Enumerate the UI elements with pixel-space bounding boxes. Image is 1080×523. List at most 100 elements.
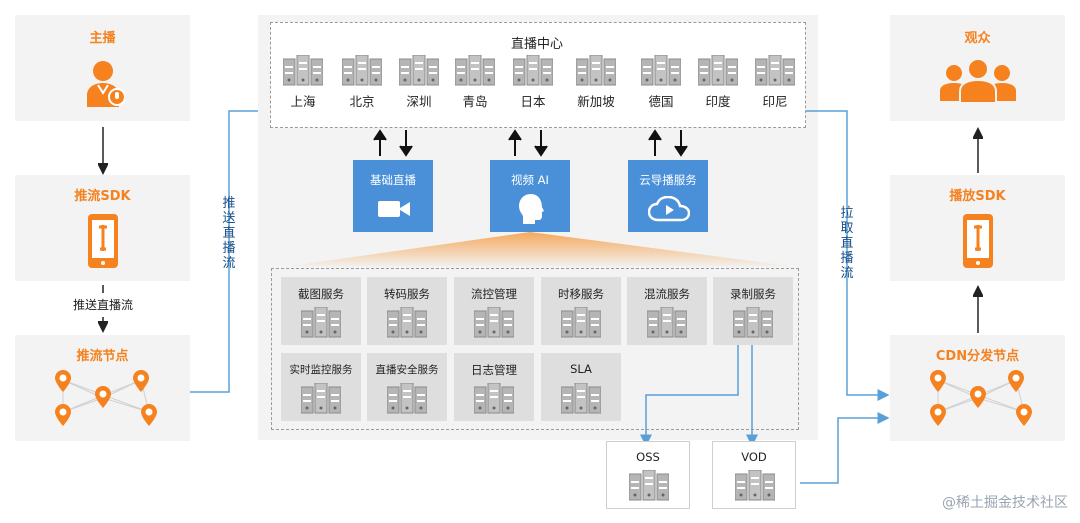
city-label: 印度: [705, 94, 731, 109]
city-label: 深圳: [406, 94, 432, 109]
sdk-to-audience-arrow: [973, 127, 983, 173]
push-connector-label: 推送直播流: [222, 196, 236, 271]
push-sdk-panel: 推流SDK: [15, 175, 190, 281]
push-sdk-title: 推流SDK: [74, 189, 131, 204]
video-ai-arrows: [508, 129, 548, 157]
oss-label: OSS: [636, 450, 660, 464]
anchor-icon: [87, 61, 125, 107]
cdn-to-sdk-arrow: [973, 285, 983, 333]
video-ai-box: 视频 AI: [490, 160, 570, 232]
city-label: 德国: [648, 94, 674, 109]
phone-icon: [963, 214, 993, 268]
city-japan: 日本: [508, 55, 558, 115]
service-label: 混流服务: [644, 287, 690, 301]
server-icon: [576, 55, 616, 86]
service-label: 截图服务: [298, 287, 344, 301]
audience-panel: 观众: [890, 15, 1065, 121]
push-node-panel: 推流节点: [15, 335, 190, 441]
anchor-title: 主播: [89, 31, 116, 46]
service-label: 流控管理: [471, 287, 517, 301]
cdn-network-icon: [930, 370, 1032, 426]
server-icon: [474, 383, 514, 414]
pull-connector-lines: [800, 110, 890, 484]
push-node-network-icon: [55, 370, 157, 426]
city-qingdao: 青岛: [450, 55, 500, 115]
city-beijing: 北京: [337, 55, 387, 115]
server-icon: [513, 55, 553, 86]
ai-glow-fan: [290, 232, 790, 266]
push-node-title: 推流节点: [76, 349, 129, 364]
server-icon: [755, 55, 795, 86]
oss-storage: OSS: [606, 441, 690, 509]
service-mixing: 混流服务: [627, 277, 707, 345]
video-camera-icon: [378, 201, 410, 217]
server-icon: [301, 307, 341, 338]
server-icon: [698, 55, 738, 86]
basic-live-label: 基础直播: [370, 173, 416, 187]
recording-storage-connectors: [640, 345, 758, 447]
vod-storage: VOD: [712, 441, 796, 509]
service-label: 转码服务: [384, 287, 430, 301]
city-label: 青岛: [462, 94, 488, 109]
service-flow-control: 流控管理: [454, 277, 534, 345]
server-icon: [474, 307, 514, 338]
server-icon: [641, 55, 681, 86]
service-label: 直播安全服务: [375, 364, 439, 376]
audience-group-icon: [940, 58, 1016, 104]
server-icon: [283, 55, 323, 86]
city-shenzhen: 深圳: [394, 55, 444, 115]
cloud-play-icon: [648, 196, 690, 222]
push-stream-label: 推送直播流: [72, 298, 133, 312]
service-transcode: 转码服务: [367, 277, 447, 345]
cdn-title: CDN分发节点: [935, 349, 1020, 364]
service-label: 录制服务: [730, 287, 776, 301]
basic-live-box: 基础直播: [353, 160, 433, 232]
service-screenshot: 截图服务: [281, 277, 361, 345]
city-singapore: 新加坡: [571, 55, 621, 115]
services-dashed-box: [271, 268, 799, 430]
server-icon: [342, 55, 382, 86]
cloud-director-arrows: [648, 129, 688, 157]
server-icon: [387, 383, 427, 414]
service-live-security: 直播安全服务: [367, 353, 447, 421]
server-icon: [733, 307, 773, 338]
city-germany: 德国: [636, 55, 686, 115]
sdk-to-node-arrow: [98, 285, 108, 333]
service-recording: 录制服务: [713, 277, 793, 345]
service-sla: SLA: [541, 353, 621, 421]
service-log-management: 日志管理: [454, 353, 534, 421]
service-timeshift: 时移服务: [541, 277, 621, 345]
city-label: 日本: [520, 94, 546, 109]
city-label: 北京: [349, 94, 375, 109]
phone-icon: [88, 214, 118, 268]
server-icon: [561, 307, 601, 338]
service-label: 日志管理: [471, 363, 517, 377]
video-ai-label: 视频 AI: [511, 173, 549, 187]
server-icon: [647, 307, 687, 338]
city-shanghai: 上海: [278, 55, 328, 115]
basic-live-arrows: [373, 129, 413, 157]
audience-title: 观众: [964, 31, 991, 46]
server-icon: [399, 55, 439, 86]
server-icon: [455, 55, 495, 86]
live-center-title: 直播中心: [510, 37, 563, 52]
service-label: SLA: [570, 362, 592, 376]
service-label: 时移服务: [558, 287, 604, 301]
watermark: @稀土掘金技术社区: [942, 495, 1068, 511]
service-label: 实时监控服务: [289, 364, 353, 376]
city-label: 上海: [290, 94, 316, 109]
service-realtime-monitor: 实时监控服务: [281, 353, 361, 421]
vod-label: VOD: [741, 450, 767, 464]
anchor-panel: 主播: [15, 15, 190, 121]
anchor-to-sdk-arrow: [98, 127, 108, 175]
server-icon: [387, 307, 427, 338]
city-label: 新加坡: [577, 94, 615, 109]
server-icon: [561, 383, 601, 414]
ai-head-icon: [519, 194, 544, 224]
cloud-director-label: 云导播服务: [639, 173, 697, 187]
server-icon: [301, 383, 341, 414]
player-sdk-panel: 播放SDK: [890, 175, 1065, 281]
cloud-director-box: 云导播服务: [628, 160, 708, 232]
cdn-panel: CDN分发节点: [890, 335, 1065, 441]
server-icon: [735, 470, 775, 501]
